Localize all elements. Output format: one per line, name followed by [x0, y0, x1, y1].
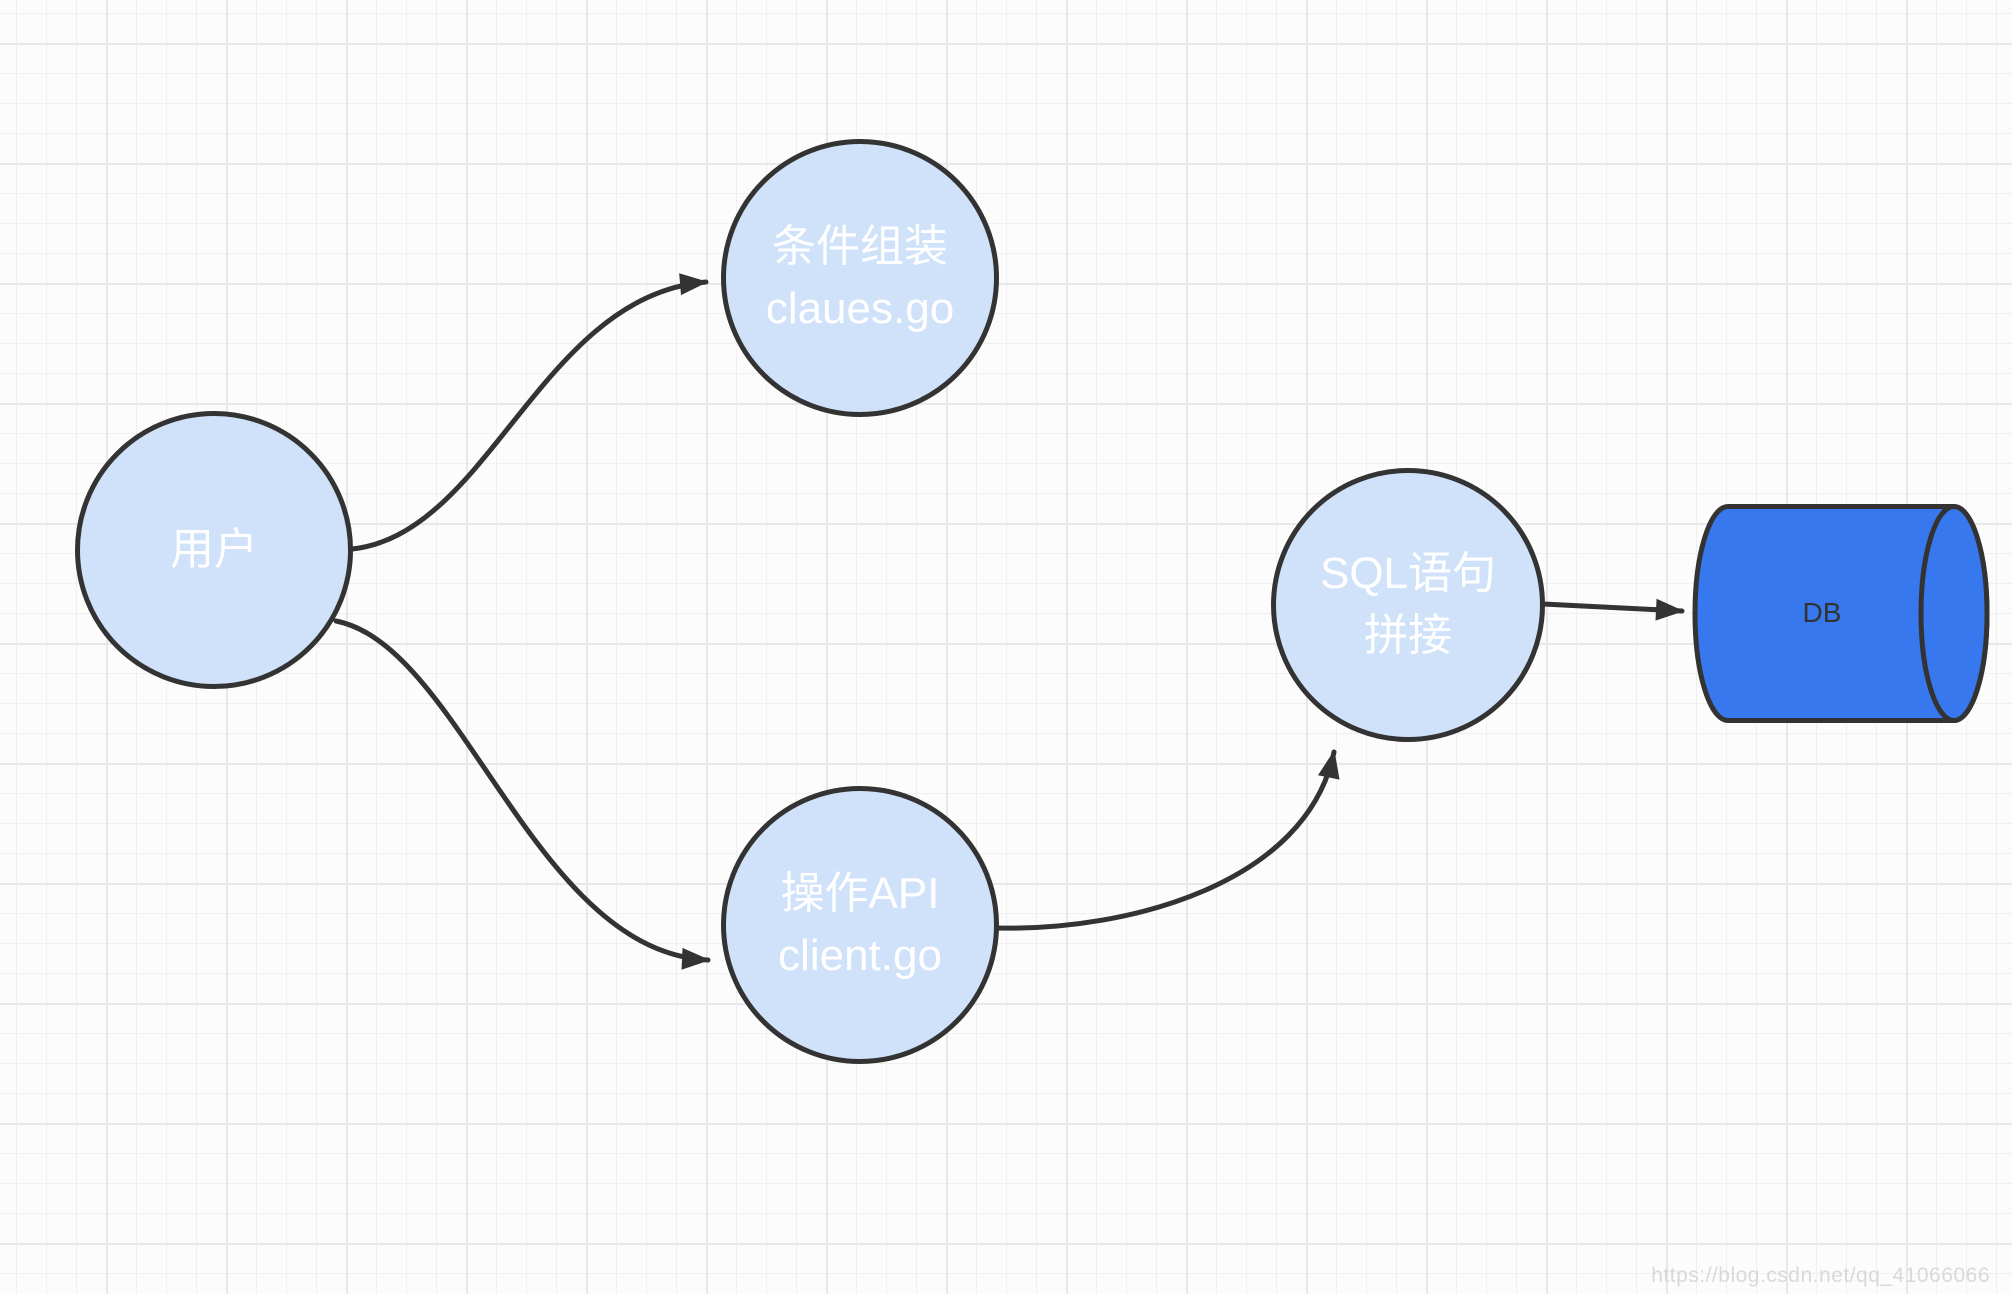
node-db-label: DB — [1802, 597, 1842, 628]
node-api-client-label: 操作API client.go — [778, 869, 942, 980]
edge-sql-concat-to-db[interactable] — [1540, 598, 1685, 621]
node-user-label: 用户 — [170, 525, 258, 574]
node-user[interactable]: 用户 — [75, 411, 353, 689]
node-api-client[interactable]: 操作API client.go — [721, 786, 999, 1064]
edge-api-client-to-sql-concat[interactable] — [994, 749, 1340, 931]
node-sql-concat[interactable]: SQL语句 拼接 — [1271, 468, 1545, 742]
watermark-text: https://blog.csdn.net/qq_41066066 — [1651, 1264, 1990, 1287]
node-clause-assembly[interactable]: 条件组装 claues.go — [721, 139, 999, 417]
node-clause-assembly-label: 条件组装 claues.go — [765, 222, 955, 333]
edge-user-to-api-client[interactable] — [333, 618, 711, 970]
edge-user-to-clause-assembly[interactable] — [349, 273, 709, 552]
node-db-cylinder[interactable] — [1692, 504, 1990, 723]
node-sql-concat-label: SQL语句 拼接 — [1319, 549, 1497, 660]
db-cylinder-cap[interactable] — [1918, 504, 1990, 723]
